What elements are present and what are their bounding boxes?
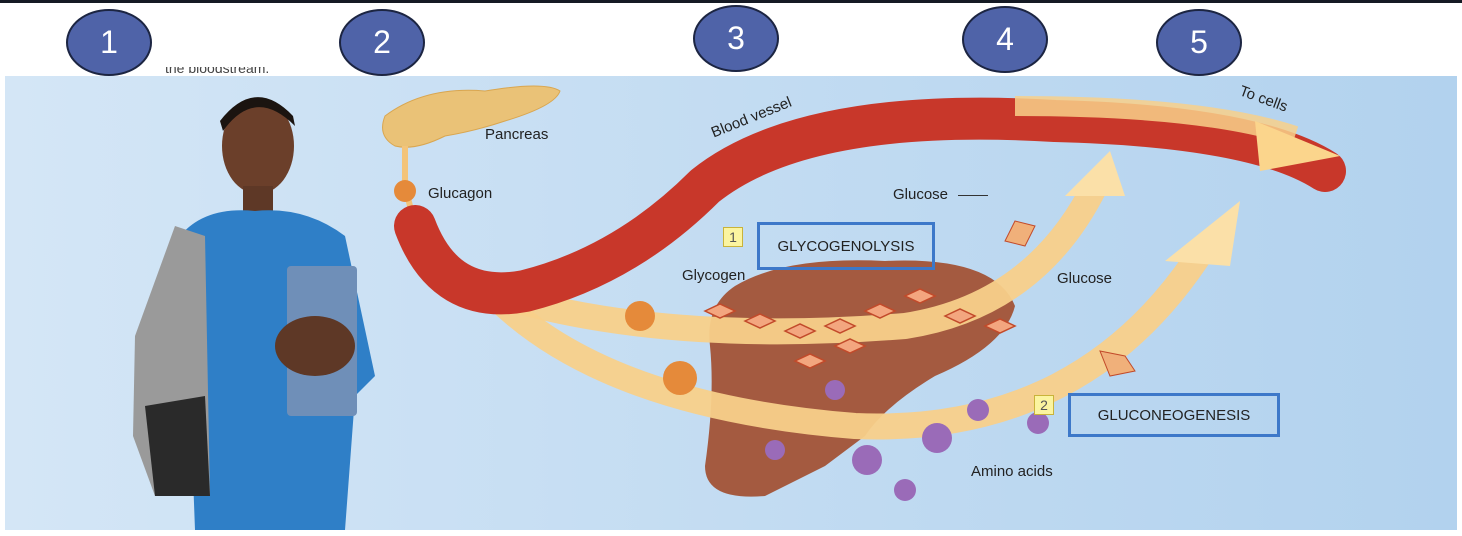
step-marker-1: 1 bbox=[66, 9, 152, 76]
glucose-label-top: Glucose bbox=[893, 186, 949, 203]
glycogen-chain bbox=[703, 288, 1017, 369]
glycogen-label: Glycogen bbox=[682, 267, 746, 284]
glycogenolysis-arrow bbox=[481, 180, 1107, 345]
glycogenolysis-box: GLYCOGENOLYSIS bbox=[757, 222, 935, 270]
gluconeogenesis-arrow bbox=[485, 239, 1216, 440]
glucose-label-right: Glucose bbox=[1057, 270, 1113, 287]
pancreas-label: Pancreas bbox=[485, 126, 549, 143]
gluconeogenesis-box: GLUCONEOGENESIS bbox=[1068, 393, 1280, 437]
glucagon-label: Glucagon bbox=[428, 185, 493, 202]
process-number-2: 2 bbox=[1034, 395, 1054, 415]
step-marker-4: 4 bbox=[962, 6, 1048, 73]
pancreas-image bbox=[382, 85, 561, 148]
amino-acids-label: Amino acids bbox=[971, 463, 1053, 480]
top-border bbox=[0, 0, 1462, 3]
step-marker-5: 5 bbox=[1156, 9, 1242, 76]
student-image bbox=[133, 97, 375, 530]
glucagon-molecule bbox=[394, 180, 416, 202]
glucose-leader-line bbox=[958, 195, 988, 196]
process-number-1: 1 bbox=[723, 227, 743, 247]
diagram-panel bbox=[5, 76, 1457, 530]
step-marker-2: 2 bbox=[339, 9, 425, 76]
amino-acids bbox=[765, 380, 1049, 501]
caption-fragment: the bloodstream. bbox=[165, 67, 270, 76]
blood-vessel bbox=[394, 97, 1346, 315]
step-marker-3: 3 bbox=[693, 5, 779, 72]
illustration bbox=[133, 85, 1346, 530]
